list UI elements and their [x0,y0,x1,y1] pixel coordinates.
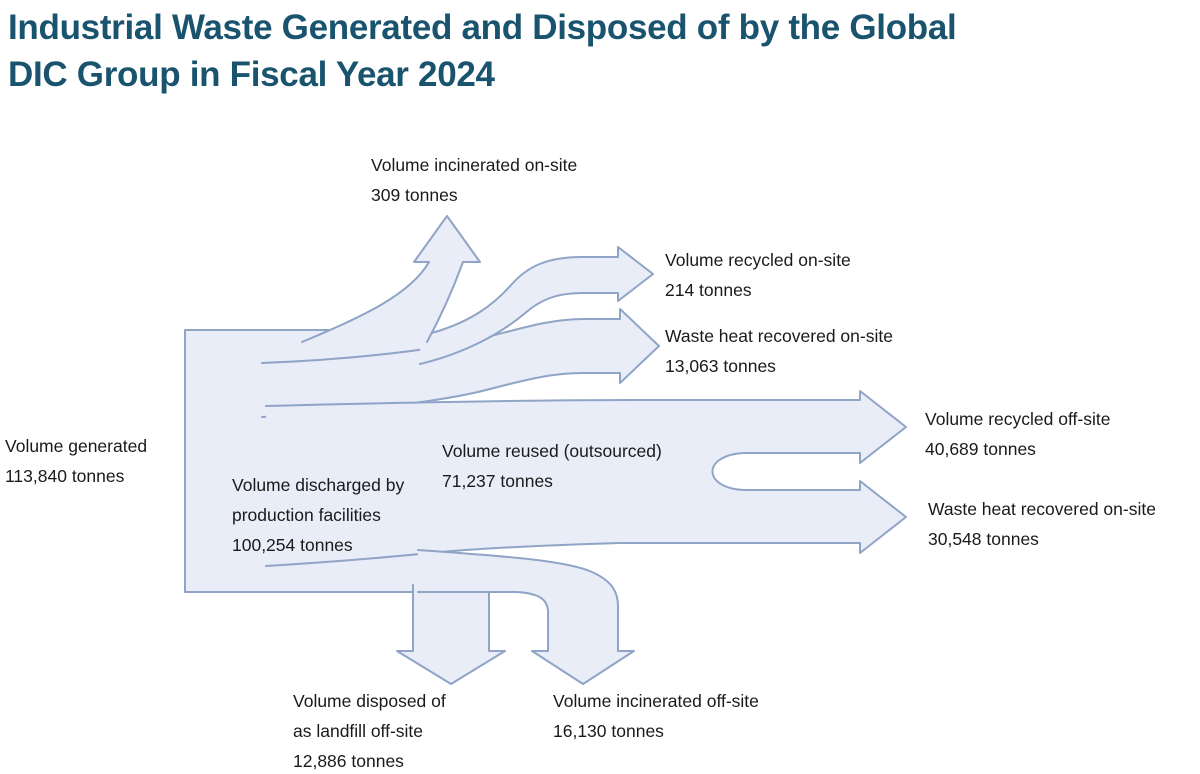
flow-incinerated-on-site-arrow [301,215,481,343]
flow-reused-outsourced-split-arrows [265,390,907,567]
page-title-line2: DIC Group in Fiscal Year 2024 [8,55,495,94]
label-recycled-off-site-value: 40,689 tonnes [925,439,1036,459]
label-discharged-name: Volume discharged by production faciliti… [232,475,405,525]
label-landfill-off-site: Volume disposed of as landfill off-site … [293,686,468,774]
page-title: Industrial Waste Generated and Disposed … [8,4,1158,98]
label-incinerated-on-site-name: Volume incinerated on-site [371,155,578,175]
flow-incinerated-off-site-arrow [417,549,635,685]
label-reused-outsourced: Volume reused (outsourced) 71,237 tonnes [442,436,662,496]
flow-landfill-off-site-arrow [396,584,506,685]
label-recycled-off-site-name: Volume recycled off-site [925,409,1111,429]
label-waste-heat-on-site-value: 13,063 tonnes [665,356,776,376]
label-incinerated-off-site-name: Volume incinerated off-site [553,691,759,711]
label-incinerated-off-site: Volume incinerated off-site 16,130 tonne… [553,686,759,746]
page-title-line1: Industrial Waste Generated and Disposed … [8,8,957,47]
label-landfill-off-site-name: Volume disposed of as landfill off-site [293,691,446,741]
label-reused-outsourced-value: 71,237 tonnes [442,471,553,491]
label-incinerated-on-site: Volume incinerated on-site 309 tonnes [371,150,577,210]
label-incinerated-off-site-value: 16,130 tonnes [553,721,664,741]
label-discharged-value: 100,254 tonnes [232,535,353,555]
label-recycled-off-site: Volume recycled off-site 40,689 tonnes [925,404,1110,464]
label-landfill-off-site-value: 12,886 tonnes [293,751,404,771]
label-waste-heat-recovered-2-name: Waste heat recovered on-site [928,499,1156,519]
label-recycled-on-site-value: 214 tonnes [665,280,752,300]
label-discharged: Volume discharged by production faciliti… [232,470,422,560]
label-waste-heat-on-site-name: Waste heat recovered on-site [665,326,893,346]
label-waste-heat-on-site: Waste heat recovered on-site 13,063 tonn… [665,321,893,381]
label-recycled-on-site: Volume recycled on-site 214 tonnes [665,245,851,305]
label-volume-generated-value: 113,840 tonnes [5,466,125,486]
label-volume-generated: Volume generated 113,840 tonnes [5,431,147,491]
label-waste-heat-recovered-2: Waste heat recovered on-site 30,548 tonn… [928,494,1200,554]
label-waste-heat-recovered-2-value: 30,548 tonnes [928,529,1039,549]
label-incinerated-on-site-value: 309 tonnes [371,185,458,205]
label-recycled-on-site-name: Volume recycled on-site [665,250,851,270]
label-reused-outsourced-name: Volume reused (outsourced) [442,441,662,461]
label-volume-generated-name: Volume generated [5,436,148,456]
flow-recycled-on-site-arrow [419,246,654,365]
